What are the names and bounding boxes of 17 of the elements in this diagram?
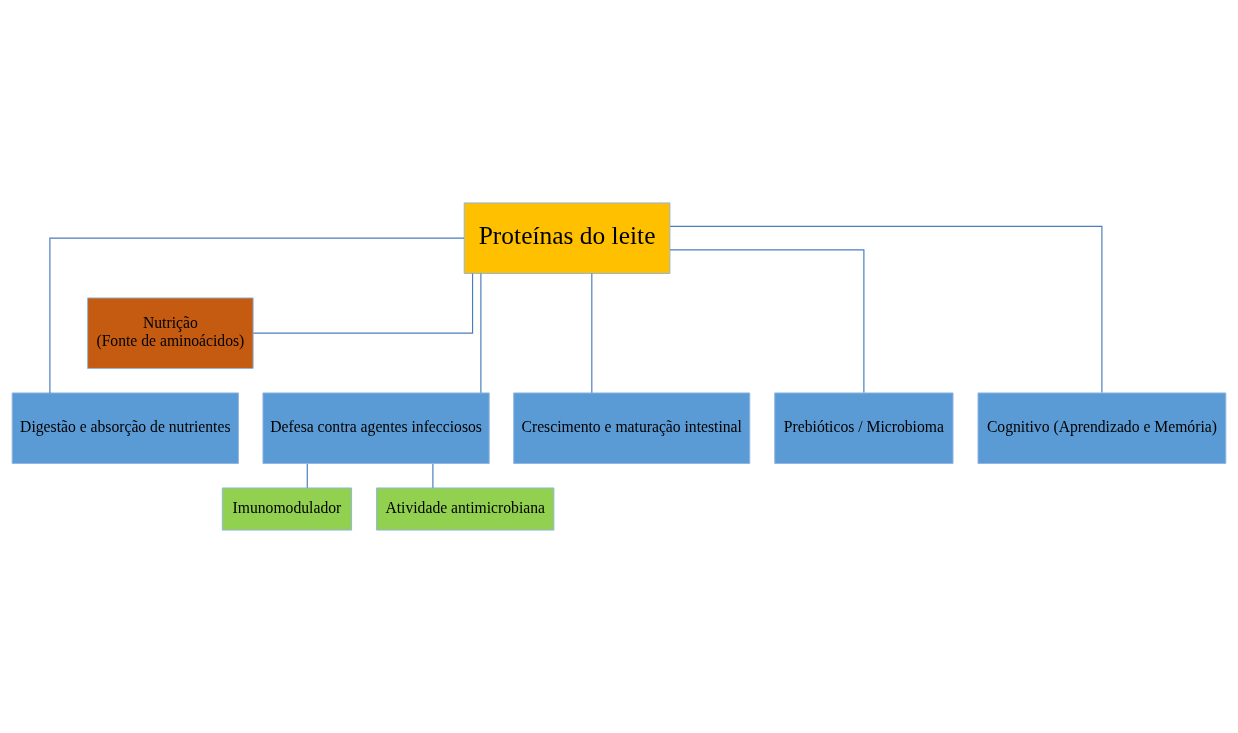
connector (591, 272, 593, 394)
node-box: Nutrição (Fonte de aminoácidos) (87, 297, 254, 369)
connector (669, 249, 865, 394)
node-box: Digestão e absorção de nutrientes (11, 392, 239, 464)
connector (480, 272, 482, 394)
connector (252, 272, 474, 334)
connector (432, 463, 434, 489)
node-box: Prebióticos / Microbioma (774, 392, 954, 464)
connector (49, 237, 465, 394)
node-box: Defesa contra agentes infecciosos (262, 392, 490, 464)
node-box: Imunomodulador (221, 487, 353, 531)
connector (306, 463, 308, 489)
node-box: Atividade antimicrobiana (376, 487, 555, 531)
node-box: Cognitivo (Aprendizado e Memória) (977, 392, 1227, 464)
node-box: Proteínas do leite (463, 202, 671, 274)
node-box: Crescimento e maturação intestinal (513, 392, 751, 464)
connector (669, 225, 1103, 394)
